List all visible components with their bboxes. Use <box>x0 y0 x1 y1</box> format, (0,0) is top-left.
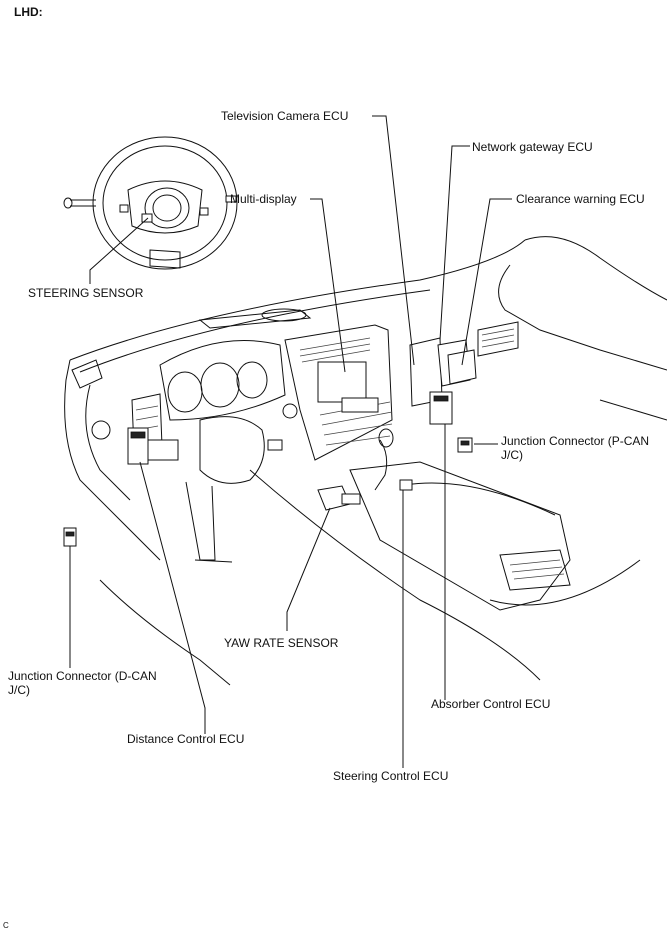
label-television-camera-ecu: Television Camera ECU <box>221 109 349 123</box>
label-yaw-rate-sensor: YAW RATE SENSOR <box>224 636 339 650</box>
component-marks <box>63 337 477 547</box>
label-steering-sensor: STEERING SENSOR <box>28 286 144 300</box>
label-absorber-control-ecu: Absorber Control ECU <box>431 697 551 711</box>
leader-lines <box>69 115 512 768</box>
label-junction-connector-pcan: Junction Connector (P-CAN J/C) <box>501 434 650 462</box>
label-distance-control-ecu: Distance Control ECU <box>127 732 245 746</box>
steering-wheel-inset <box>63 136 238 270</box>
figure-code: C <box>3 921 9 930</box>
dashboard-outline <box>64 236 667 686</box>
label-network-gateway-ecu: Network gateway ECU <box>472 140 593 154</box>
label-steering-control-ecu: Steering Control ECU <box>333 769 449 783</box>
label-clearance-warning-ecu: Clearance warning ECU <box>516 192 645 206</box>
label-junction-connector-dcan: Junction Connector (D-CAN J/C) <box>8 669 157 697</box>
page-title: LHD: <box>14 5 43 19</box>
label-multi-display: Multi-display <box>230 192 297 206</box>
